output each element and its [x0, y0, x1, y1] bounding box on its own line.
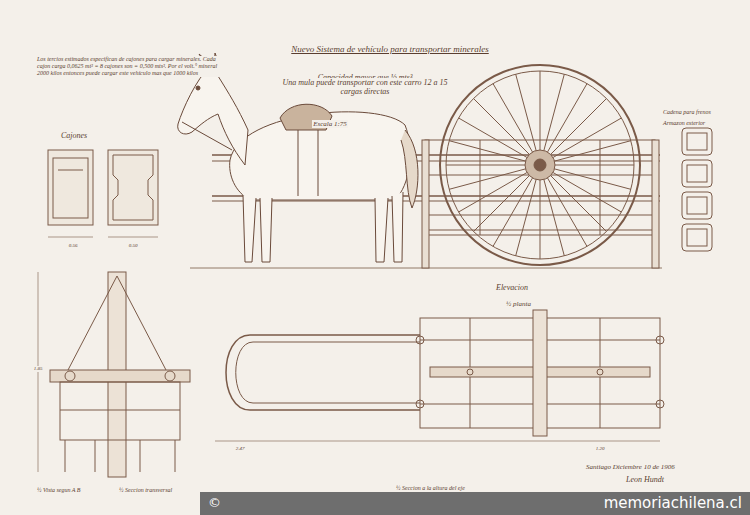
- wheel: [440, 65, 640, 265]
- date-place: Santiago Diciembre 10 de 1906: [585, 463, 676, 471]
- scale-note: Escala 1:75: [312, 120, 348, 128]
- dimension: 1.85: [33, 366, 44, 372]
- dimension: 0.56: [68, 243, 79, 249]
- part-name: Armazon exterior: [662, 120, 706, 127]
- drawing-title: Nuevo Sistema de vehículo para transport…: [290, 44, 489, 54]
- brake-chain: [682, 128, 712, 251]
- part-name: Cadena para frenos: [662, 109, 712, 116]
- capacity-note: Una mula puede transportar con este carr…: [275, 78, 455, 96]
- scale-note-wrap: Escala 1:75: [300, 112, 360, 130]
- view-title: Elevacion: [495, 283, 529, 292]
- dimension-wrap: 1.85: [26, 356, 50, 374]
- view-title: Cajones: [60, 131, 88, 140]
- part-name-wrap: Cadena para frenos: [662, 100, 747, 118]
- capacity-note-wrap: Una mula puede transportar con este carr…: [275, 78, 455, 98]
- view-title-wrap: ½ planta: [505, 292, 565, 310]
- dimension-wrap: 2.47: [225, 436, 255, 454]
- view-title: ½ Seccion a la altura del eje: [395, 485, 466, 492]
- view-title-wrap: Elevacion: [495, 276, 565, 294]
- part-name-wrap: Armazon exterior: [662, 111, 747, 129]
- watermark-text: memoriachilena.cl: [604, 495, 742, 512]
- general-note: Los tercios estimados especifican de caj…: [36, 56, 226, 77]
- dimension: 1.20: [595, 446, 606, 452]
- box-views: [48, 150, 158, 237]
- view-title-wrap: Cajones: [60, 124, 130, 142]
- title-block: Nuevo Sistema de vehículo para transport…: [250, 38, 530, 56]
- watermark-band: © memoriachilena.cl: [200, 492, 750, 515]
- dimension-wrap: 0.50: [118, 233, 148, 251]
- copyright-mark: ©: [208, 496, 221, 510]
- view-title: ½ planta: [505, 300, 532, 308]
- dimension-wrap: 0.56: [58, 233, 88, 251]
- plan-view: [215, 310, 664, 441]
- signature-wrap: Leon Hundt: [625, 468, 715, 486]
- date-place-wrap: Santiago Diciembre 10 de 1906: [585, 455, 725, 473]
- signature: Leon Hundt: [625, 475, 665, 484]
- view-title: ½ Vista segun A B: [36, 487, 82, 494]
- transverse-view: [38, 272, 190, 477]
- dimension: 0.50: [128, 243, 139, 249]
- view-title: ½ Seccion transversal: [118, 487, 173, 494]
- view-title-wrap: ½ Seccion transversal: [118, 478, 208, 496]
- view-title-wrap: ½ Vista segun A B: [36, 478, 116, 496]
- general-note-wrap: Los tercios estimados especifican de caj…: [36, 56, 226, 79]
- dimension-wrap: 1.20: [585, 436, 615, 454]
- dimension: 2.47: [235, 446, 246, 452]
